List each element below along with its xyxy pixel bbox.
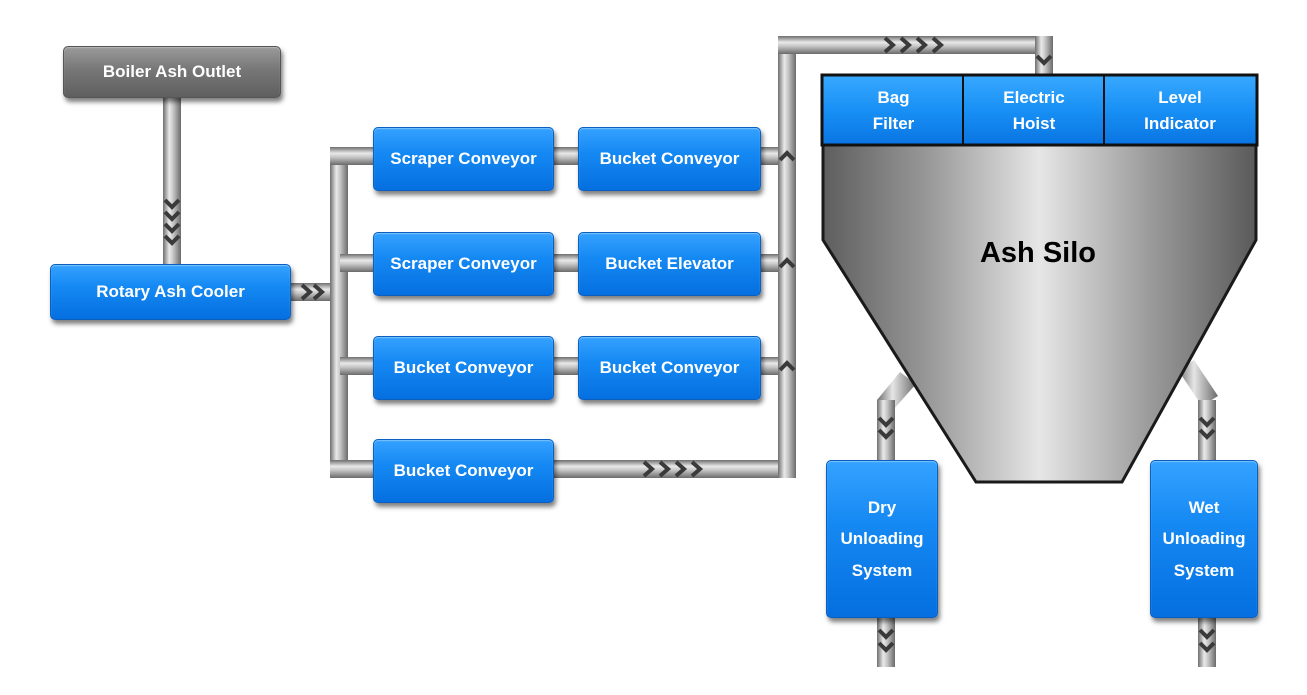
up-chevron-icon (778, 360, 796, 372)
right-chevron-icon (690, 460, 704, 478)
pipe-silo-to-dry (877, 400, 895, 465)
down-chevron-icon (877, 428, 895, 440)
pipe-branch-3 (340, 357, 378, 375)
line-4-first-box: Bucket Conveyor (373, 439, 554, 503)
silo-module-bag-filter: Bag Filter (872, 88, 915, 133)
rotary-ash-cooler: Rotary Ash Cooler (50, 264, 291, 320)
pipe-link-2 (554, 254, 582, 272)
down-chevron-icon (1035, 54, 1053, 66)
down-chevron-icon (163, 198, 181, 210)
line-3-second-box: Bucket Conveyor (578, 336, 761, 400)
line-3-first-box: Bucket Conveyor (373, 336, 554, 400)
down-chevron-icon (1198, 628, 1216, 640)
down-chevron-icon (163, 234, 181, 246)
line-2-second-box: Bucket Elevator (578, 232, 761, 296)
wet-unloading-system: Wet Unloading System (1150, 460, 1258, 618)
down-chevron-icon (163, 210, 181, 222)
pipe-link-1 (554, 147, 582, 165)
down-chevron-icon (1198, 428, 1216, 440)
pipe-drop-to-silo (1035, 36, 1053, 76)
right-chevron-icon (883, 36, 897, 54)
down-chevron-icon (877, 641, 895, 653)
silo-label: Ash Silo (979, 237, 1096, 269)
ash-silo (820, 73, 1259, 484)
pipe-branch-2 (340, 254, 378, 272)
pipe-branch-1 (330, 147, 378, 165)
right-chevron-icon (899, 36, 913, 54)
pipe-branch-4 (330, 460, 378, 478)
down-chevron-icon (877, 416, 895, 428)
line-2-first-box: Scraper Conveyor (373, 232, 554, 296)
pipe-silo-to-wet (1198, 400, 1216, 465)
right-chevron-icon (931, 36, 945, 54)
down-chevron-icon (1198, 416, 1216, 428)
up-chevron-icon (778, 257, 796, 269)
pipe-bottom-run (554, 460, 796, 478)
boiler-ash-outlet: Boiler Ash Outlet (63, 46, 281, 98)
right-chevron-icon (674, 460, 688, 478)
pipe-top-run (778, 36, 1053, 54)
right-chevron-icon (915, 36, 929, 54)
dry-unloading-system: Dry Unloading System (826, 460, 938, 618)
line-1-second-box: Bucket Conveyor (578, 127, 761, 191)
pipe-silo-to-wet-diag (1178, 360, 1218, 406)
right-chevron-icon (312, 283, 326, 301)
silo-module-level-indicator: Level Indicator (1144, 88, 1216, 133)
flow-arrows (163, 36, 1216, 653)
right-chevron-icon (658, 460, 672, 478)
silo-module-electric-hoist: Electric Hoist (1003, 88, 1065, 133)
line-1-first-box: Scraper Conveyor (373, 127, 554, 191)
pipe-dry-outlet (877, 615, 895, 667)
down-chevron-icon (877, 628, 895, 640)
down-chevron-icon (163, 222, 181, 234)
pipe-left-manifold (330, 147, 348, 478)
right-chevron-icon (642, 460, 656, 478)
pipe-link-3 (554, 357, 582, 375)
pipe-right-riser (778, 36, 796, 478)
right-chevron-icon (300, 283, 314, 301)
pipe-wet-outlet (1198, 615, 1216, 667)
up-chevron-icon (778, 150, 796, 162)
silo-header (820, 73, 1259, 147)
down-chevron-icon (1198, 641, 1216, 653)
